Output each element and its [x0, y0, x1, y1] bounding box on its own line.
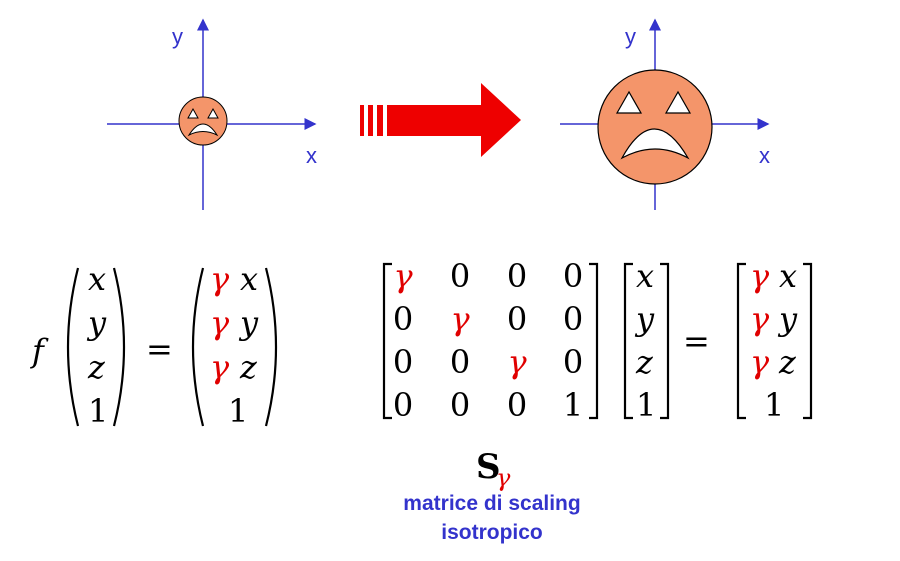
y-axis-label: y [172, 24, 183, 49]
result-x: x [779, 257, 797, 295]
matrix-cell-r3-c3: γ [507, 343, 527, 381]
function-equation: f x y z 1 = γ x γ y γ z 1 [30, 260, 278, 430]
output-z: z [239, 348, 258, 386]
input-one: 1 [88, 392, 108, 430]
result-gamma-z: γ [750, 343, 770, 381]
y-axis-label: y [625, 24, 636, 49]
matrix-cell-r3-c2: 0 [450, 343, 470, 381]
input-x: x [88, 260, 106, 298]
function-symbol: f [30, 332, 49, 370]
matrix-cell-r2-c3: 0 [507, 300, 527, 338]
matrix-cell-r1-c1: γ [393, 257, 413, 295]
vector-z: z [635, 343, 654, 381]
matrix-cell-r1-c2: 0 [450, 257, 470, 295]
equals-sign: = [146, 330, 173, 368]
result-gamma-y: γ [750, 300, 770, 338]
matrix-cell-r2-c1: 0 [393, 300, 413, 338]
matrix-symbol-base: S [476, 447, 501, 487]
result-one: 1 [764, 386, 784, 424]
result-z: z [778, 343, 797, 381]
matrix-cell-r3-c4: 0 [563, 343, 583, 381]
output-y: y [238, 304, 259, 342]
matrix-symbol-subscript: γ [496, 464, 511, 492]
matrix-cell-r4-c2: 0 [450, 386, 470, 424]
vector-one: 1 [636, 386, 656, 424]
matrix-cell-r4-c4: 1 [563, 386, 583, 424]
output-gamma-x: γ [210, 260, 230, 298]
matrix-cell-r3-c1: 0 [393, 343, 413, 381]
output-gamma-y: γ [210, 304, 230, 342]
matrix-cell-r2-c2: γ [450, 300, 470, 338]
output-gamma-z: γ [210, 348, 230, 386]
large-face-icon [597, 69, 713, 185]
result-gamma-x: γ [750, 257, 770, 295]
matrix-cell-r1-c4: 0 [563, 257, 583, 295]
caption-line-2: isotropico [441, 521, 543, 544]
input-z: z [87, 348, 106, 386]
transform-arrow-icon [360, 83, 521, 157]
caption-line-1: matrice di scaling [403, 492, 580, 515]
x-axis-label: x [306, 143, 317, 168]
matrix-cell-r4-c3: 0 [507, 386, 527, 424]
matrix-symbol: S γ [476, 447, 511, 492]
output-x: x [240, 260, 258, 298]
vector-x: x [636, 257, 654, 295]
matrix-cell-r1-c3: 0 [507, 257, 527, 295]
vector-y: y [634, 300, 655, 338]
matrix-equals-sign: = [683, 322, 710, 360]
result-y: y [777, 300, 798, 338]
x-axis-label: x [759, 143, 770, 168]
small-face-icon [178, 96, 228, 146]
matrix-cell-r2-c4: 0 [563, 300, 583, 338]
output-one: 1 [228, 392, 248, 430]
matrix-cell-r4-c1: 0 [393, 386, 413, 424]
input-y: y [86, 304, 107, 342]
